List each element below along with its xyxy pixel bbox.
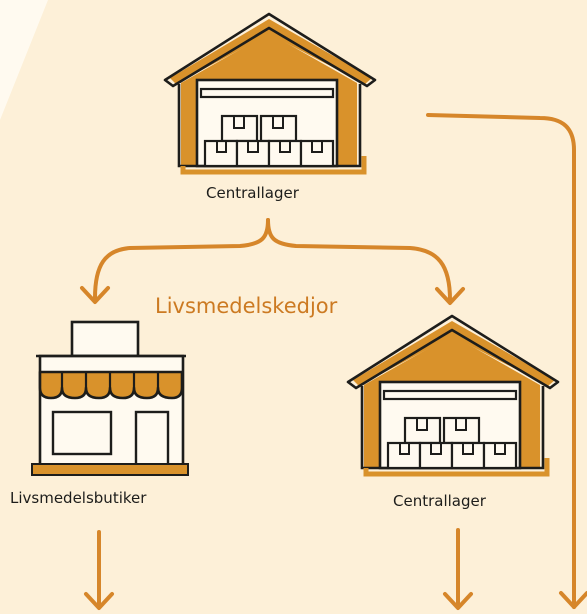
store-label: Livsmedelsbutiker bbox=[10, 489, 147, 507]
top-warehouse-label: Centrallager bbox=[206, 184, 299, 202]
warehouse-icon bbox=[348, 316, 558, 474]
warehouse-icon bbox=[165, 14, 375, 172]
second-warehouse-label: Centrallager bbox=[393, 492, 486, 510]
right-flow-arrow bbox=[426, 113, 587, 609]
down-arrow bbox=[84, 530, 114, 610]
chain-label: Livsmedelskedjor bbox=[155, 294, 338, 318]
down-arrow bbox=[443, 528, 473, 610]
brace-connector bbox=[80, 218, 465, 305]
corner-decoration bbox=[0, 0, 48, 120]
store-icon bbox=[31, 320, 189, 476]
